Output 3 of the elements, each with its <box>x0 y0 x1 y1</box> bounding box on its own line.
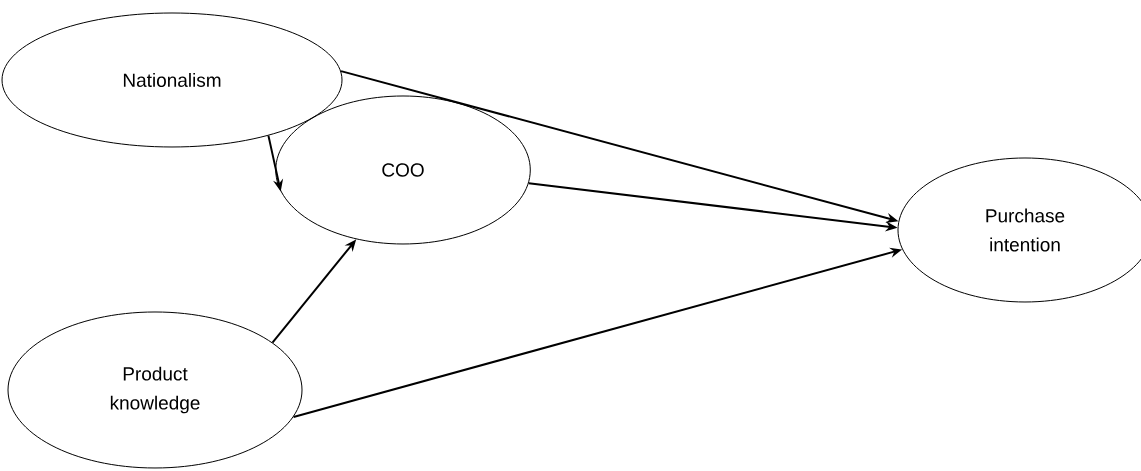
ellipse-node: Product knowledge <box>7 311 303 469</box>
ellipse-node: Nationalism <box>1 12 343 148</box>
ellipse-node: COO <box>275 95 531 245</box>
